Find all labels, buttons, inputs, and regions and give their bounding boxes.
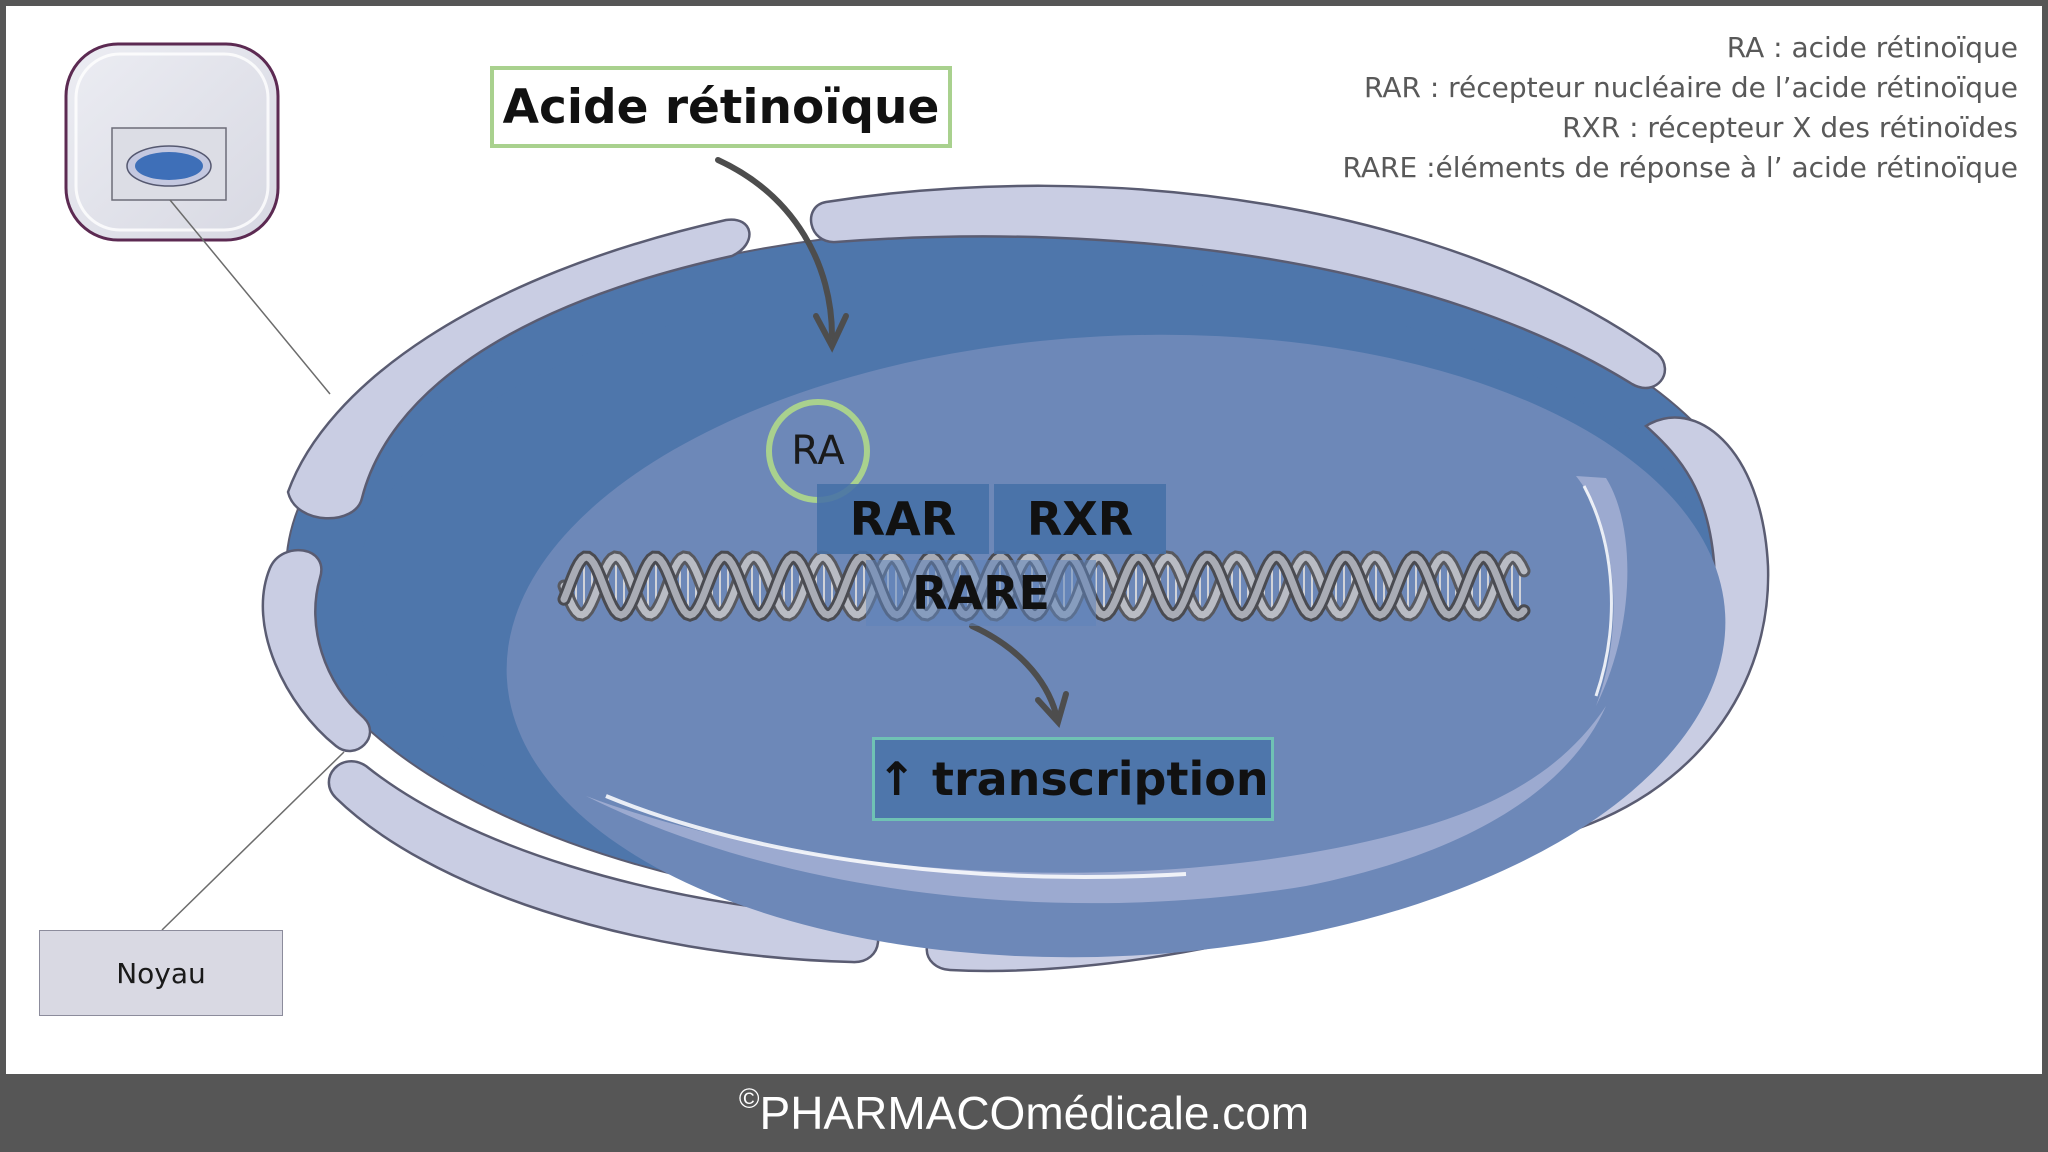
legend-line-rar: RAR : récepteur nucléaire de l’acide rét… xyxy=(1364,71,2018,104)
legend: RA : acide rétinoïque RAR : récepteur nu… xyxy=(1343,28,2018,188)
copyright-symbol: © xyxy=(738,1083,760,1114)
rar-receptor: RAR xyxy=(817,484,989,554)
rare-element: RARE xyxy=(866,560,1096,626)
acide-retinoique-label: Acide rétinoïque xyxy=(490,66,952,148)
legend-line-rare: RARE :éléments de réponse à l’ acide rét… xyxy=(1342,151,2018,184)
leader-line-bottom xyxy=(161,751,345,931)
cell-icon xyxy=(64,42,280,242)
noyau-label: Noyau xyxy=(39,930,283,1016)
leader-line-top xyxy=(169,199,331,395)
rxr-receptor: RXR xyxy=(994,484,1166,554)
nucleus-icon xyxy=(126,145,212,187)
footer-copyright: ©PHARMACOmédicale.com xyxy=(0,1074,2048,1152)
ra-label: RA xyxy=(791,428,845,474)
legend-line-ra: RA : acide rétinoïque xyxy=(1726,31,2018,64)
slide: RA : acide rétinoïque RAR : récepteur nu… xyxy=(6,6,2042,1074)
legend-line-rxr: RXR : récepteur X des rétinoïdes xyxy=(1562,111,2018,144)
transcription-label: ↑ transcription xyxy=(872,737,1274,821)
arrow-icon xyxy=(715,157,1069,729)
footer-brand: PHARMACOmédicale.com xyxy=(759,1087,1310,1139)
